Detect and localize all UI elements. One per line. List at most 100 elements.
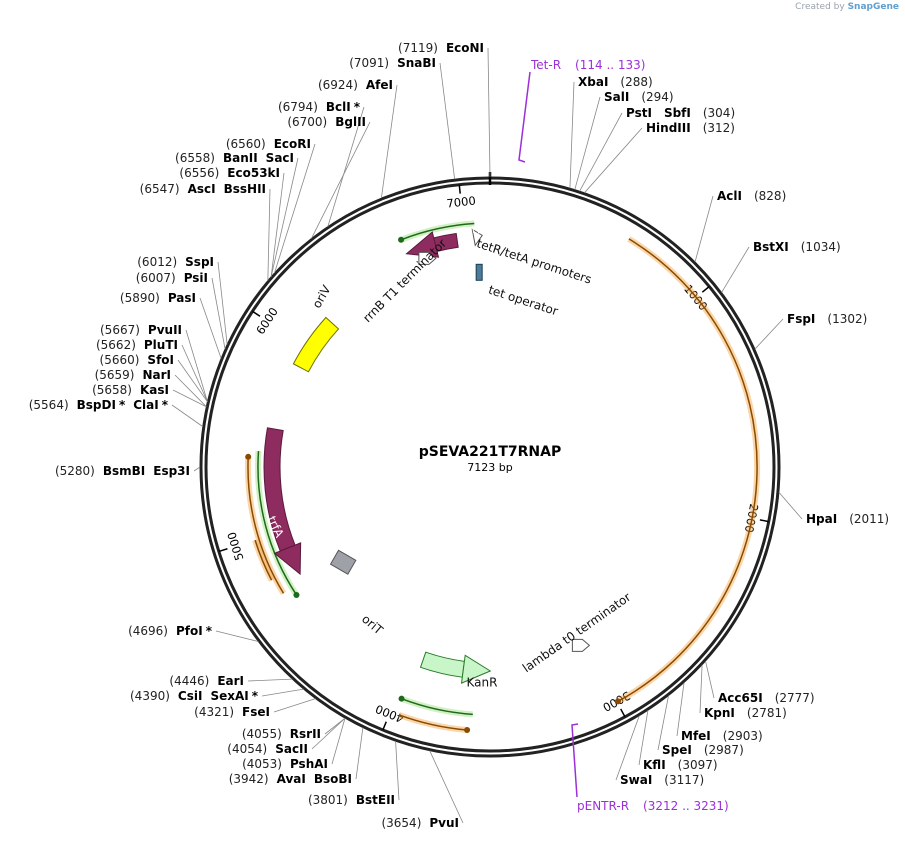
site-name: NarI: [142, 368, 171, 382]
tet-operator-icon: [475, 263, 483, 281]
feature-arc-line: [398, 714, 468, 731]
site-name: MfeI: [681, 729, 711, 743]
feature-arc-line: [247, 456, 285, 594]
site-position: (1302): [827, 312, 867, 326]
trfa-arrow: [263, 427, 296, 552]
arrow-head: [614, 698, 621, 705]
feature-arc-line: [257, 451, 298, 596]
site-name-2: SbfI: [664, 106, 691, 120]
site-position: (2777): [775, 691, 815, 705]
site-leader: [185, 329, 208, 402]
site-name-2: SexAI: [210, 689, 248, 703]
site-position: (6556): [179, 166, 219, 180]
site-name: PluTI: [144, 338, 178, 352]
site-labels: (7119)EcoNI(7091)SnaBI(6924)AfeI(6794)Bc…: [29, 41, 889, 830]
site-star-2: *: [162, 398, 169, 412]
primer-tet-r-label: Tet-R(114 .. 133): [530, 58, 645, 72]
restriction-site-label: (5659) NarI: [95, 368, 171, 382]
site-name: EarI: [217, 674, 244, 688]
site-leader: [172, 389, 207, 408]
arrow-head: [398, 236, 405, 243]
site-name-2: Esp3I: [153, 464, 190, 478]
feature-arc-line: [617, 238, 758, 703]
restriction-site-label: SwaI(3117): [620, 773, 704, 787]
outer-feature-arcs: [244, 220, 761, 734]
site-name: BanII: [223, 151, 258, 165]
site-position: (4055): [242, 727, 282, 741]
tick-mark: [759, 519, 769, 523]
site-name: EcoNI: [446, 41, 484, 55]
site-position: (3117): [664, 773, 704, 787]
feature-arc-glow: [616, 236, 761, 705]
site-leader: [439, 62, 456, 180]
tick-mark: [701, 285, 710, 293]
feature-arc-line: [254, 539, 273, 581]
site-name: KflI: [643, 758, 666, 772]
site-leader: [778, 492, 803, 520]
site-name: SacII: [275, 742, 308, 756]
site-position: (4696): [128, 624, 168, 638]
restriction-site-label: BstXI(1034): [753, 240, 841, 254]
site-name: PvuI: [429, 816, 459, 830]
restriction-site-label: (5667)PvuII: [100, 323, 182, 337]
site-name-2: BssHII: [224, 182, 266, 196]
tick-label: 5000: [224, 530, 246, 562]
restriction-site-label: (5660) SfoI: [100, 353, 174, 367]
site-leader: [274, 143, 316, 274]
site-position: (288): [620, 75, 652, 89]
site-name: PvuII: [148, 323, 182, 337]
site-leader: [615, 715, 640, 781]
site-name: AfeI: [366, 78, 393, 92]
restriction-site-label: HpaI(2011): [806, 512, 889, 526]
site-position: (5658): [92, 383, 132, 397]
site-position: (6700): [287, 115, 327, 129]
site-leader: [657, 695, 669, 751]
site-name: KasI: [140, 383, 169, 397]
site-position: (5890): [120, 291, 160, 305]
site-name: FspI: [787, 312, 815, 326]
rrnb-terminator-icon: [418, 251, 437, 265]
site-leader: [261, 688, 304, 697]
orit-label: oriT: [359, 612, 386, 638]
site-leader: [177, 359, 208, 402]
site-position: (5660): [100, 353, 140, 367]
tick-label: 7000: [446, 194, 477, 211]
restriction-site-label: (5662) PluTI: [96, 338, 178, 352]
plasmid-length: 7123 bp: [467, 461, 512, 474]
site-leader: [327, 106, 365, 227]
site-position: (312): [703, 121, 735, 135]
site-leader: [311, 717, 346, 750]
primer-name: Tet-R: [530, 58, 561, 72]
credit-prefix: Created by: [795, 2, 845, 12]
feature-arc-glow: [398, 712, 468, 733]
site-name: BglII: [335, 115, 366, 129]
site-position: (4446): [169, 674, 209, 688]
site-name: PfoI: [176, 624, 203, 638]
primer-name: pENTR-R: [577, 799, 629, 813]
snapgene-logo: SnapGene: [847, 2, 899, 12]
site-name: BspDI: [77, 398, 116, 412]
site-position: (3097): [678, 758, 718, 772]
site-leader: [174, 374, 207, 407]
site-name: KpnI: [704, 706, 735, 720]
site-position: (5659): [95, 368, 135, 382]
restriction-site-label: (4446) EarI: [169, 674, 244, 688]
site-name: Acc65I: [718, 691, 763, 705]
site-position: (6547): [140, 182, 180, 196]
site-name: SfoI: [147, 353, 174, 367]
site-leader: [199, 297, 222, 359]
site-leader: [754, 318, 784, 350]
site-name: EcoRI: [274, 137, 311, 151]
site-name: BsmBI: [103, 464, 145, 478]
site-position: (5662): [96, 338, 136, 352]
arrow-head: [245, 453, 252, 460]
site-leader: [273, 698, 316, 713]
site-leader: [395, 741, 400, 801]
site-leader: [584, 127, 643, 194]
site-name: HpaI: [806, 512, 837, 526]
site-leader: [171, 404, 204, 427]
restriction-site-label: (5564)BspDI*ClaI*: [29, 398, 169, 412]
primer-range: (3212 .. 3231): [643, 799, 729, 813]
